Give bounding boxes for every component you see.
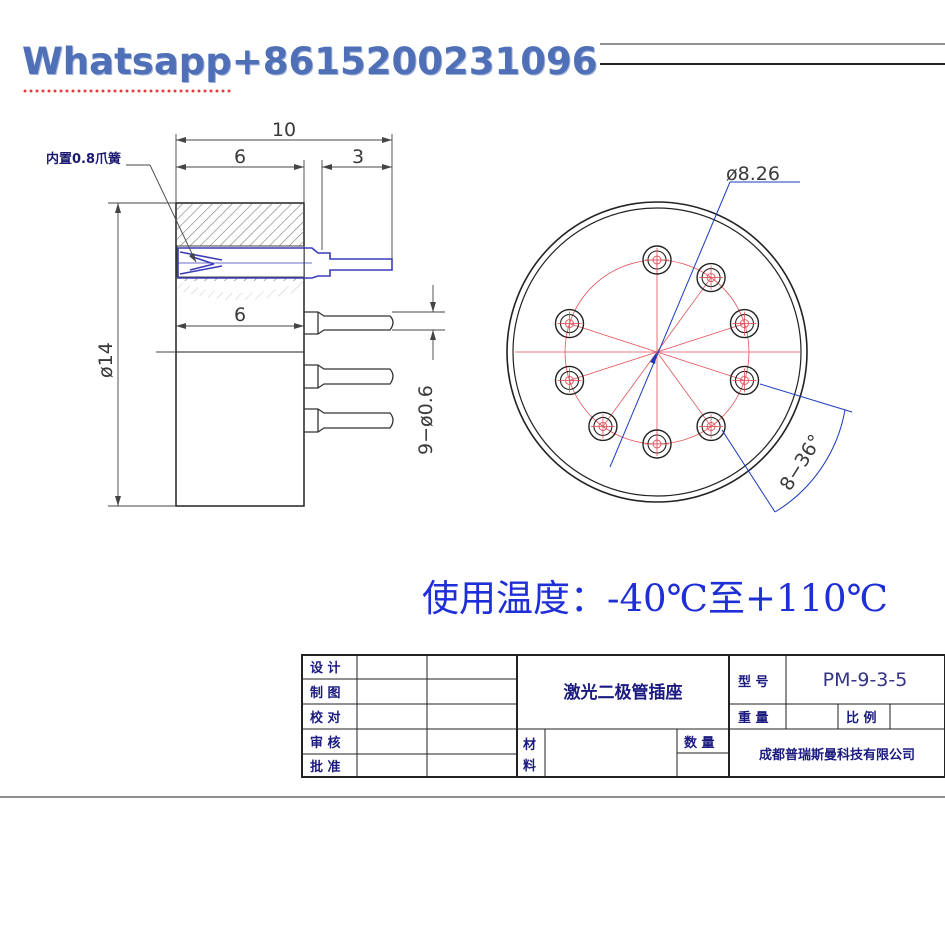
outer-circle <box>506 201 808 503</box>
tb-review-label: 审 核 <box>310 735 341 751</box>
drawing-frame <box>0 43 945 798</box>
dim-3-label: 3 <box>352 146 364 168</box>
spring-label: 内置0.8爪簧 <box>46 151 121 167</box>
tb-check-label: 校 对 <box>310 710 341 726</box>
front-view: ø8.26 8−36° <box>506 163 853 513</box>
construction-spoke <box>656 351 712 427</box>
construction-lines <box>515 259 800 445</box>
construction-spoke <box>569 351 658 381</box>
tb-material-1: 材 <box>523 737 536 753</box>
tb-scale-label: 比 例 <box>846 710 877 726</box>
tb-model-label: 型 号 <box>738 674 769 690</box>
dim-6-top-label: 6 <box>234 146 246 168</box>
construction-spoke <box>656 351 745 381</box>
dim-d826-label: ø8.26 <box>726 163 780 185</box>
dim-angle-label: 8−36° <box>776 431 827 495</box>
pin-hole <box>696 262 726 293</box>
pin-hole <box>588 411 618 442</box>
tb-quantity-label: 数 量 <box>684 735 715 751</box>
hatched-section-top <box>177 204 304 246</box>
construction-spoke <box>602 351 658 427</box>
tb-weight-label: 重 量 <box>738 710 769 726</box>
pin-hole <box>729 308 760 339</box>
temperature-range: 使用温度：-40℃至+110℃ <box>422 577 888 620</box>
pin-hole <box>642 429 672 459</box>
side-view: 10 6 3 6 ø14 9−ø0.6 内置0.8爪簧 <box>46 119 445 507</box>
pin-hole <box>554 308 585 339</box>
tb-approve-label: 批 准 <box>310 759 341 775</box>
dim-pins-label: 9−ø0.6 <box>415 385 437 455</box>
dim-6-bottom-label: 6 <box>234 304 246 326</box>
construction-spoke <box>569 323 658 353</box>
tb-material-2: 料 <box>523 758 536 774</box>
title-block <box>301 654 945 778</box>
construction-spoke <box>656 277 712 353</box>
tb-company: 成都普瑞斯曼科技有限公司 <box>759 747 915 763</box>
watermark-text: Whatsapp+8615200231096 <box>22 40 598 83</box>
pin-hole <box>696 411 726 442</box>
pin-hole <box>729 365 760 396</box>
spellcheck-underline <box>22 88 232 94</box>
tb-model-value: PM-9-3-5 <box>823 669 908 691</box>
pins-side <box>304 311 394 433</box>
dim-10-label: 10 <box>272 119 296 141</box>
spring-contact <box>177 247 393 279</box>
dim-d14-label: ø14 <box>95 342 117 378</box>
tb-design-label: 设 计 <box>310 660 341 676</box>
pin-hole <box>642 245 672 275</box>
tb-drawing-label: 制 图 <box>310 685 341 701</box>
pin-hole <box>554 365 585 396</box>
pin-holes <box>554 245 760 459</box>
tb-title: 激光二极管插座 <box>564 682 683 703</box>
construction-spoke <box>656 323 745 353</box>
